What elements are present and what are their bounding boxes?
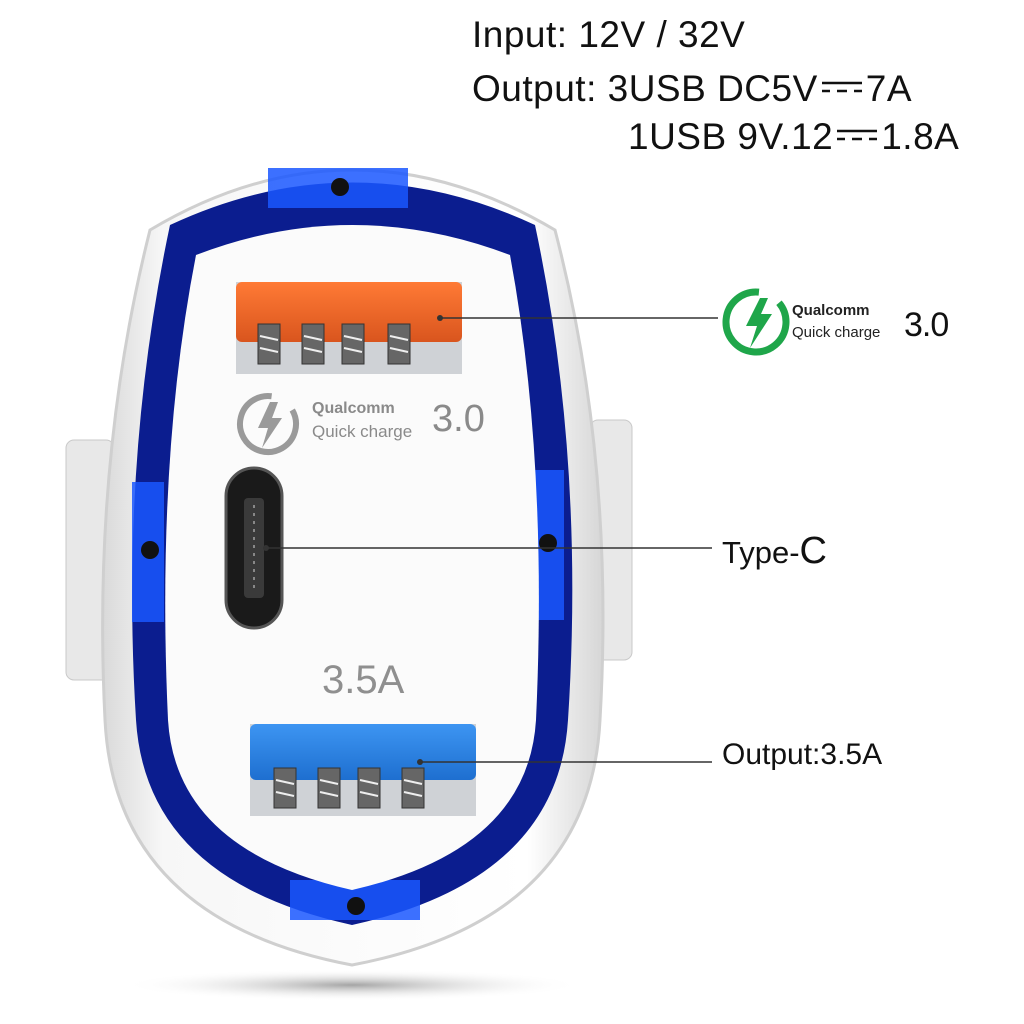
qc-callout: Qualcomm Quick charge 3.0 [722, 288, 982, 360]
type-c-letter: C [799, 530, 827, 572]
inner-face [165, 225, 539, 890]
output2-spec: 1USB 9V.12 1.8A [628, 116, 959, 158]
type-c-callout: Type-C [722, 530, 827, 573]
output-callout: Output:3.5A [722, 738, 883, 771]
output-spec: Output: 3USB DC5V 7A [472, 68, 912, 110]
qc-green-icon [722, 288, 790, 356]
output-spec-prefix: Output: 3USB DC5V [472, 68, 818, 109]
ring-dot-bottom [347, 897, 365, 915]
inner-qc-icon [237, 393, 299, 455]
qc-callout-version: 3.0 [904, 306, 949, 344]
inner-qc-brand: Qualcomm [312, 400, 395, 417]
output-spec-suffix: 7A [865, 68, 913, 109]
type-c-prefix: Type- [722, 535, 800, 570]
ring-dot-left [141, 541, 159, 559]
inner-qc-logo: Qualcomm Quick charge 3.0 [230, 392, 500, 456]
orange-usb-port [236, 282, 462, 374]
output2-spec-suffix: 1.8A [881, 116, 960, 157]
inner-qc-sub: Quick charge [312, 422, 413, 441]
input-spec: Input: 12V / 32V [472, 14, 746, 55]
leader-dot-output [417, 759, 423, 765]
blue-usb-port [250, 724, 476, 816]
type-c-port [224, 466, 284, 630]
leader-dot-qc [437, 315, 443, 321]
rating-label: 3.5A [322, 658, 405, 702]
output2-spec-prefix: 1USB 9V.12 [628, 116, 834, 157]
leader-dot-typec [263, 545, 269, 551]
dc-symbol-icon [821, 81, 862, 93]
ring-dot-right [539, 534, 557, 552]
inner-qc-version: 3.0 [432, 398, 485, 440]
qc-callout-brand: Qualcomm [792, 302, 870, 319]
qc-callout-sub: Quick charge [792, 324, 881, 341]
dc-symbol-icon [837, 129, 878, 141]
ring-dot-top [331, 178, 349, 196]
floor-shadow [122, 969, 582, 1001]
